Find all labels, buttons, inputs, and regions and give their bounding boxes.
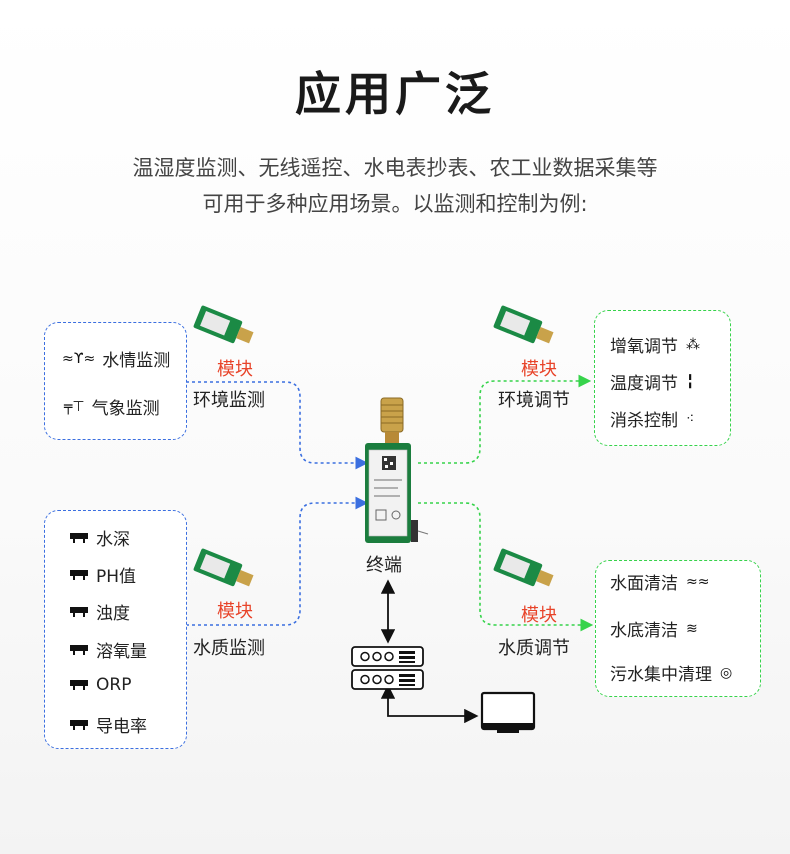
- caption-env-monitor: 环境监测: [193, 390, 265, 411]
- weather-station-icon: ╤⊤: [64, 398, 85, 415]
- caption-water-control: 水质调节: [498, 638, 570, 659]
- list-item: 污水集中清理 ◎: [610, 664, 733, 686]
- list-item: 浊度: [70, 599, 130, 624]
- bubbles-icon: ⁂: [686, 336, 700, 353]
- link-env-control: [418, 374, 592, 464]
- list-item: 水面清洁 ≈≈: [610, 573, 710, 595]
- list-item: 温度调节 ╏: [610, 373, 695, 395]
- sensor-icon: [70, 532, 88, 543]
- terminal-label: 终端: [366, 555, 402, 576]
- water-control-box: [595, 560, 761, 697]
- water-wave-icon: ≈ϒ≈: [62, 350, 96, 367]
- list-item: 消杀控制 ⁖: [610, 410, 695, 432]
- caption-env-control: 环境调节: [498, 390, 570, 411]
- env-monitor-box: [44, 322, 187, 440]
- list-item: 增氧调节 ⁂: [610, 336, 700, 358]
- list-item: ≈ϒ≈ 水情监测: [62, 350, 171, 372]
- link-water-control: [418, 502, 594, 632]
- caption-water-monitor: 水质监测: [193, 638, 265, 659]
- link-water-monitor: [186, 496, 369, 626]
- page-title: 应用广泛: [295, 67, 495, 121]
- subtitle-line-1: 温湿度监测、无线遥控、水电表抄表、农工业数据采集等: [132, 156, 658, 180]
- module-label: 模块: [217, 359, 253, 380]
- link-env-monitor: [186, 381, 369, 470]
- server-icon: [351, 646, 424, 690]
- module-board-icon-3: [193, 548, 254, 587]
- list-item: 导电率: [70, 712, 147, 737]
- sensor-icon: [70, 569, 88, 580]
- module-board-icon-2: [493, 305, 554, 344]
- thermometer-icon: ╏: [686, 373, 695, 390]
- sewage-drop-icon: ◎: [720, 664, 733, 681]
- spray-icon: ⁖: [686, 410, 695, 427]
- list-item: ╤⊤ 气象监测: [64, 398, 160, 420]
- list-item: ORP: [70, 675, 131, 695]
- terminal-device-image: [365, 397, 429, 543]
- module-label: 模块: [217, 601, 253, 622]
- list-item: 水底清洁 ≋: [610, 620, 698, 642]
- env-control-box: [594, 310, 731, 446]
- sensor-icon: [70, 606, 88, 617]
- sensor-icon: [70, 644, 88, 655]
- subtitle-line-2: 可用于多种应用场景。以监测和控制为例:: [202, 192, 588, 216]
- monitor-icon: [480, 691, 536, 733]
- sensor-icon: [70, 680, 88, 690]
- module-board-icon-1: [193, 305, 254, 344]
- module-label: 模块: [521, 359, 557, 380]
- module-board-icon-4: [493, 548, 554, 587]
- module-label: 模块: [521, 605, 557, 626]
- bottom-wave-icon: ≋: [686, 620, 698, 637]
- list-item: PH值: [70, 562, 136, 587]
- water-monitor-box: [44, 510, 187, 749]
- list-item: 水深: [70, 525, 130, 550]
- link-server-monitor: [380, 684, 479, 724]
- sensor-icon: [70, 719, 88, 730]
- surface-wave-icon: ≈≈: [686, 573, 710, 590]
- list-item: 溶氧量: [70, 637, 147, 662]
